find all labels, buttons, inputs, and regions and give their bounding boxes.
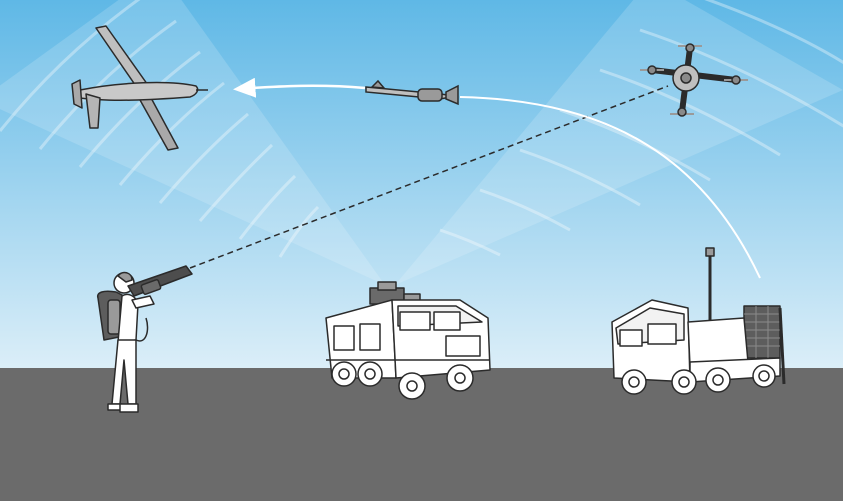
radar-truck-icon xyxy=(325,281,491,400)
missile-icon xyxy=(365,79,459,106)
interceptor-flight-path xyxy=(459,96,761,279)
jammer-beam-line xyxy=(189,85,669,269)
fixed-wing-drone-icon xyxy=(71,25,208,151)
radar-beam-right xyxy=(395,0,843,285)
soldier-jammer-gun-icon xyxy=(96,265,193,413)
missile-launcher-truck-icon xyxy=(611,247,786,395)
interceptor-arrow xyxy=(233,77,366,98)
quadcopter-drone-icon xyxy=(640,43,748,117)
radar-beam-left xyxy=(0,0,385,285)
